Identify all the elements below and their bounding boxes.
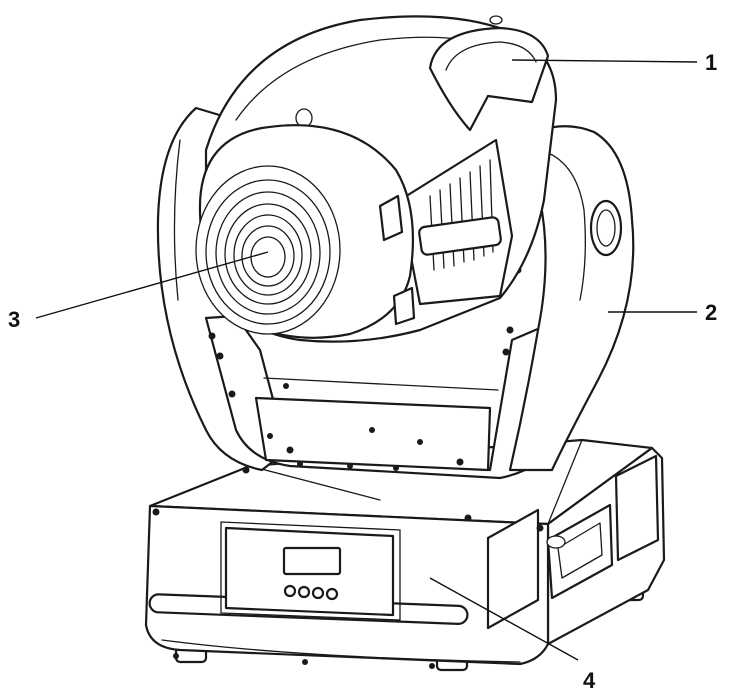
callout-label: 1 [705,50,717,75]
callout-1: 1 [511,50,717,75]
callout-label: 3 [8,307,20,332]
callout-3: 3 [8,251,269,332]
control-button [325,587,339,601]
lcd-display [282,546,342,576]
fresnel-lens [195,165,341,335]
callout-2: 2 [608,300,717,325]
head-unit [195,15,558,343]
yoke-crossbar [254,396,492,472]
side-grip-right [614,454,660,562]
carry-handle [546,503,614,600]
side-grip-left [486,508,540,630]
head-latch [418,216,502,256]
tilt-lock-knob [589,199,623,257]
base-unit [144,438,666,672]
control-button [297,585,311,599]
callout-label: 4 [583,668,596,693]
callout-4: 4 [429,577,596,693]
control-button [283,584,297,598]
control-button [311,586,325,600]
callout-label: 2 [705,300,717,325]
